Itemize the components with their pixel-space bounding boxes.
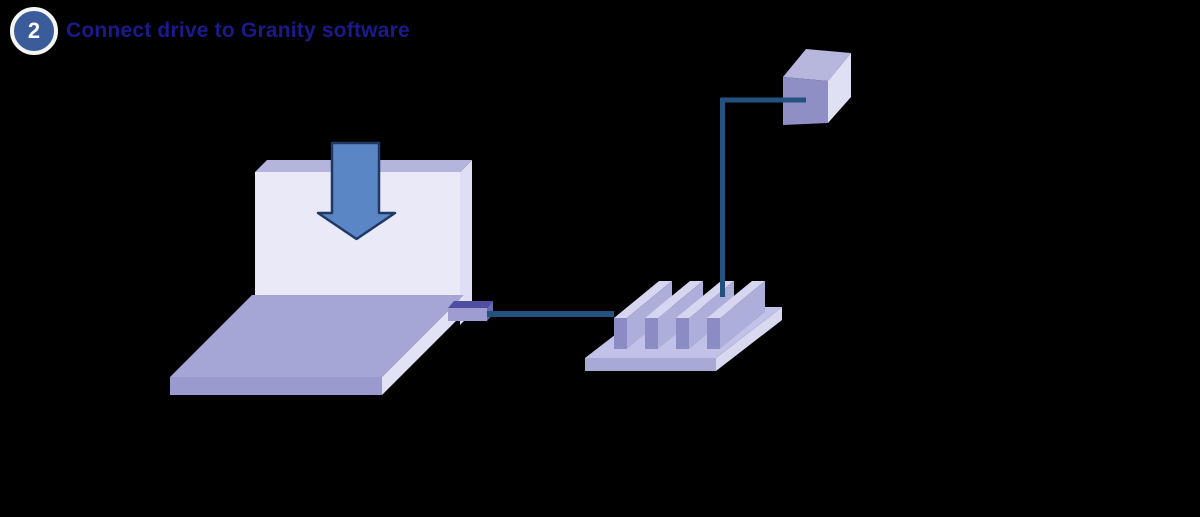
step-number-badge: 2 — [10, 7, 58, 55]
laptop-base-side — [382, 295, 464, 395]
device-cable — [720, 97, 806, 297]
laptop-base-front — [170, 377, 382, 395]
laptop-base-top — [170, 295, 464, 377]
drive-fin — [707, 281, 765, 349]
usb-connector-front — [448, 308, 487, 321]
device-cube — [783, 49, 851, 125]
fin-top — [645, 281, 703, 318]
fin-top — [614, 281, 672, 318]
fin-front — [614, 318, 627, 349]
fin-side — [720, 281, 765, 349]
drive-heatsink — [585, 281, 782, 371]
fin-front — [676, 318, 689, 349]
fin-front — [707, 318, 720, 349]
usb-connector-top — [448, 301, 493, 308]
drive-base-front — [585, 358, 716, 371]
laptop — [170, 160, 472, 395]
fin-top — [676, 281, 734, 318]
drive-base-side — [716, 307, 782, 371]
step-number: 2 — [27, 18, 41, 43]
download-arrow-icon — [316, 141, 397, 241]
device-cube-top — [783, 49, 851, 81]
fin-front — [645, 318, 658, 349]
device-cube-side — [828, 53, 851, 123]
usb-connector — [448, 301, 493, 321]
laptop-screen-side — [460, 160, 472, 325]
fin-top — [707, 281, 765, 318]
page-title: Connect drive to Granity software — [66, 19, 410, 42]
